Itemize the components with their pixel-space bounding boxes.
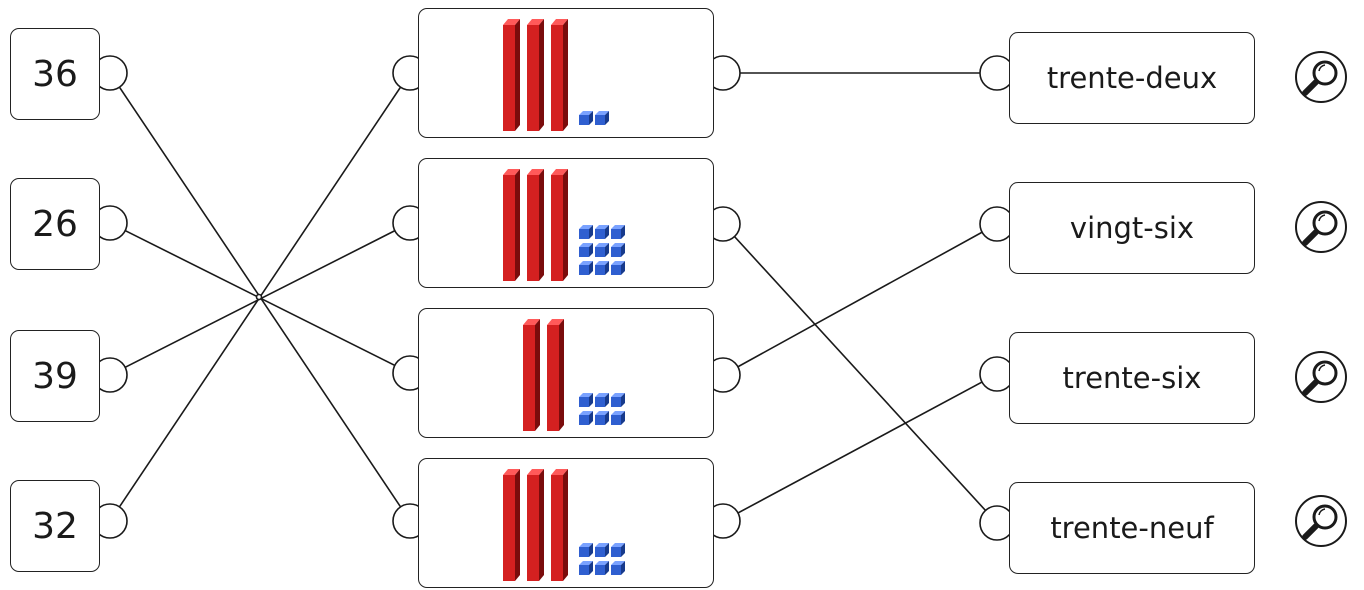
base-ten-blocks <box>523 319 625 431</box>
unit-cube <box>579 393 593 407</box>
word-box-trente-neuf[interactable]: trente-neuf <box>1009 482 1255 574</box>
blocks-box-4[interactable] <box>418 458 714 588</box>
unit-cube <box>611 393 625 407</box>
ten-rod <box>551 469 568 581</box>
unit-cube <box>579 111 593 125</box>
ten-rod <box>527 169 544 281</box>
magnifier-icon[interactable] <box>1294 50 1348 104</box>
unit-cube <box>595 393 609 407</box>
ten-rod <box>523 319 540 431</box>
connection-line <box>109 72 411 522</box>
base-ten-blocks <box>503 19 609 131</box>
connection-line <box>722 223 998 376</box>
magnifier-icon-graphic <box>1295 201 1347 253</box>
blocks-box-1[interactable] <box>418 8 714 138</box>
connection-line <box>109 222 411 374</box>
number-box-32[interactable]: 32 <box>10 480 100 572</box>
unit-cube <box>595 225 609 239</box>
number-label: 26 <box>32 203 78 245</box>
blocks-box-2[interactable] <box>418 158 714 288</box>
blocks-box-3[interactable] <box>418 308 714 438</box>
unit-cube <box>595 543 609 557</box>
word-box-trente-six[interactable]: trente-six <box>1009 332 1255 424</box>
unit-cube <box>579 243 593 257</box>
number-box-39[interactable]: 39 <box>10 330 100 422</box>
unit-cube <box>611 225 625 239</box>
magnifier-icon-graphic <box>1295 351 1347 403</box>
connection-line <box>109 222 411 376</box>
word-label: trente-six <box>1062 361 1202 395</box>
unit-cube <box>611 561 625 575</box>
number-label: 39 <box>32 355 78 397</box>
unit-cube <box>595 411 609 425</box>
ten-rod <box>503 169 520 281</box>
magnifier-icon-graphic <box>1295 51 1347 103</box>
unit-cube <box>611 261 625 275</box>
magnifier-icon[interactable] <box>1294 350 1348 404</box>
word-box-vingt-six[interactable]: vingt-six <box>1009 182 1255 274</box>
ten-rod <box>503 469 520 581</box>
number-box-36[interactable]: 36 <box>10 28 100 120</box>
ten-rod <box>547 319 564 431</box>
unit-cube <box>579 411 593 425</box>
connection-line <box>722 223 998 524</box>
connection-line <box>722 373 998 522</box>
magnifier-icon[interactable] <box>1294 494 1348 548</box>
crossing-dot <box>255 293 263 301</box>
unit-cube <box>595 561 609 575</box>
base-ten-blocks <box>503 169 625 281</box>
magnifier-icon[interactable] <box>1294 200 1348 254</box>
unit-cube <box>595 243 609 257</box>
unit-cube <box>579 561 593 575</box>
word-label: vingt-six <box>1069 211 1195 245</box>
number-label: 36 <box>32 53 78 95</box>
unit-cube <box>595 261 609 275</box>
base-ten-blocks <box>503 469 625 581</box>
unit-cube <box>579 543 593 557</box>
unit-cube <box>611 411 625 425</box>
word-label: trente-neuf <box>1050 511 1214 545</box>
word-box-trente-deux[interactable]: trente-deux <box>1009 32 1255 124</box>
word-label: trente-deux <box>1046 61 1218 95</box>
ten-rod <box>527 469 544 581</box>
unit-cube <box>595 111 609 125</box>
number-label: 32 <box>32 505 78 547</box>
unit-cube <box>611 243 625 257</box>
unit-cube <box>579 261 593 275</box>
magnifier-icon-graphic <box>1295 495 1347 547</box>
unit-cube <box>611 543 625 557</box>
unit-cube <box>579 225 593 239</box>
ten-rod <box>551 169 568 281</box>
ten-rod <box>551 19 568 131</box>
number-box-26[interactable]: 26 <box>10 178 100 270</box>
ten-rod <box>527 19 544 131</box>
ten-rod <box>503 19 520 131</box>
connection-line <box>109 72 411 522</box>
